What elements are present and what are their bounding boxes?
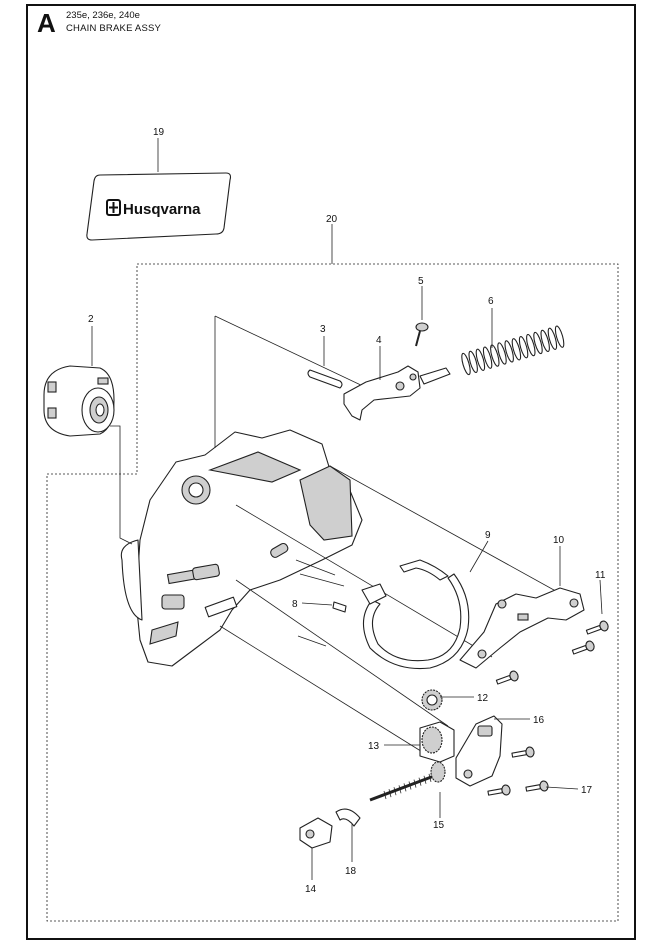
screw [525, 780, 549, 792]
thread [388, 789, 392, 798]
screws-group [487, 620, 609, 796]
callout-11: 11 [595, 570, 606, 581]
part-16-tensioner [455, 715, 503, 787]
spring-coil [475, 348, 486, 371]
part-8-pin [332, 601, 347, 613]
callout-18: 18 [345, 866, 357, 877]
model-list: 235e, 236e, 240e [66, 10, 140, 21]
screw [495, 670, 519, 685]
assembly-boundary [46, 263, 619, 922]
thread [423, 775, 427, 784]
spring-coil [533, 331, 543, 355]
part-19-decal: Husqvarna [86, 172, 232, 241]
spring-coil [511, 338, 522, 361]
part-2-drum [43, 365, 115, 437]
adjuster-gear [430, 761, 446, 783]
page-frame [26, 4, 636, 940]
spring-coil [482, 346, 493, 369]
spring-coil [461, 352, 471, 376]
thread [398, 785, 402, 794]
part-14-nut [299, 817, 333, 849]
spring-coil [547, 327, 558, 350]
callout-9: 9 [485, 530, 491, 541]
thread [403, 783, 407, 792]
spring-coil [468, 350, 478, 374]
part-6-spring [461, 325, 565, 376]
callout-20: 20 [326, 214, 338, 225]
callout-15: 15 [433, 820, 445, 831]
callout-3: 3 [320, 324, 326, 335]
part-15-adjuster-screw [369, 761, 446, 802]
callout-17: 17 [581, 785, 593, 796]
thread [428, 773, 432, 782]
thread [383, 790, 387, 800]
callout-8: 8 [292, 599, 298, 610]
spring-coil [540, 329, 550, 353]
adjuster-shaft [369, 774, 435, 802]
screw [511, 746, 535, 758]
thread [408, 781, 412, 790]
spring-coil [497, 342, 507, 365]
main-cover-body [120, 429, 363, 667]
callout-12: 12 [477, 693, 489, 704]
callout-4: 4 [376, 335, 382, 346]
thread [413, 779, 417, 788]
assembly-title: CHAIN BRAKE ASSY [66, 23, 162, 34]
callout-13: 13 [368, 741, 380, 752]
part-12-gear [421, 689, 443, 711]
spring-coil [526, 333, 536, 357]
callout-19: 19 [153, 127, 165, 138]
screw [487, 784, 511, 796]
section-letter: A [37, 8, 56, 38]
callout-leaders [91, 138, 603, 880]
part-4-lever [343, 365, 451, 421]
screw [585, 620, 609, 635]
part-5-screw [415, 322, 429, 347]
spring-coil [518, 336, 529, 359]
callout-6: 6 [488, 296, 494, 307]
callout-14: 14 [305, 884, 317, 895]
decal-brand-text: Husqvarna [123, 201, 201, 218]
thread [418, 777, 422, 786]
callout-numbers: 19 20 2 3 4 5 6 8 9 10 11 12 13 16 17 15… [88, 127, 606, 895]
callout-10: 10 [553, 535, 565, 546]
thread [393, 787, 397, 796]
part-10-bracket [459, 587, 585, 669]
callout-2: 2 [88, 314, 94, 325]
callout-16: 16 [533, 715, 545, 726]
callout-5: 5 [418, 276, 424, 287]
assembly-leader-lines [110, 315, 573, 759]
part-18-clip [335, 808, 361, 827]
part-9-brake-band [361, 559, 470, 670]
spring-coil [554, 325, 565, 348]
screw [571, 640, 595, 655]
part-3-pin [307, 369, 343, 389]
part-13-gear-housing [419, 721, 455, 763]
spring-coil [504, 340, 514, 363]
